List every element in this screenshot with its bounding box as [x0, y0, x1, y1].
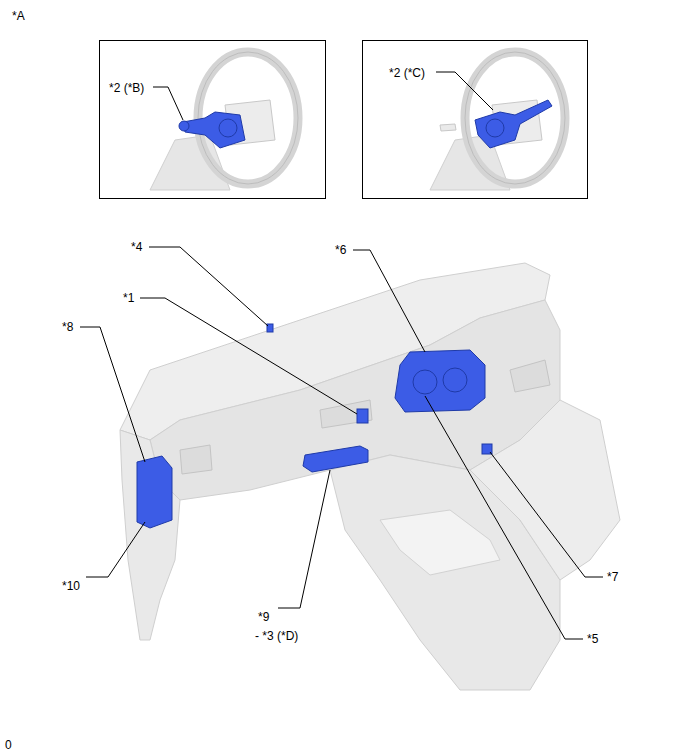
leader-lines: [80, 72, 603, 639]
callout-number: *2 (*B): [109, 81, 144, 95]
callout-number: *4: [131, 240, 142, 254]
page-number: 0: [5, 738, 12, 752]
dashboard-body: [120, 263, 620, 690]
inset-frame: *2 (*B): [99, 40, 326, 199]
steering-wheel-inset-left: [150, 52, 298, 190]
callout-number: *9: [258, 610, 269, 624]
callout-number: *8: [62, 320, 73, 334]
steering-wheel-inset-right: [430, 52, 565, 190]
highlighted-parts: [137, 324, 492, 528]
callout-number: *6: [335, 243, 346, 257]
callout-number: *2 (*C): [389, 66, 425, 80]
callout-number: *5: [587, 632, 598, 646]
callout-number: *1: [123, 291, 134, 305]
inset-frame: *2 (*C): [362, 40, 588, 199]
callout-number: *10: [62, 579, 80, 593]
figure-id: *A: [12, 9, 25, 23]
callout-number: - *3 (*D): [255, 629, 298, 643]
callout-number: *7: [607, 570, 618, 584]
